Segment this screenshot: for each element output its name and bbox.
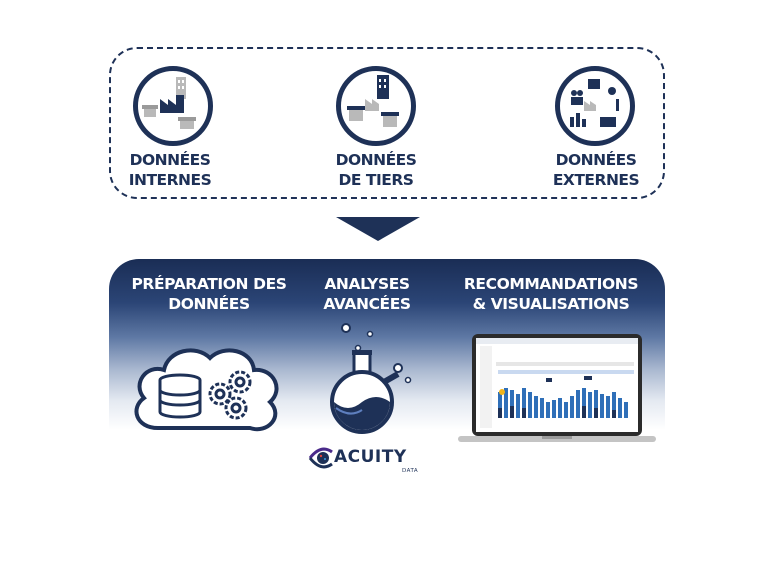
flask-icon <box>322 322 414 440</box>
step-label-analyses: ANALYSES AVANCÉES <box>323 275 411 313</box>
acuity-logo-text: ACUITY <box>334 447 407 467</box>
laptop-dashboard-icon <box>458 332 656 446</box>
acuity-eye-logo-icon <box>308 446 334 470</box>
acuity-logo-subtext: DATA <box>402 468 419 474</box>
step-label-preparation: PRÉPARATION DES DONNÉES <box>131 275 287 313</box>
source-label-internes: DONNÉES INTERNES <box>128 151 212 189</box>
shop-factory-icon <box>336 66 416 146</box>
step-label-recommandations: RECOMMANDATIONS & VISUALISATIONS <box>463 275 639 313</box>
factory-buildings-icon <box>133 66 213 146</box>
source-label-tiers: DONNÉES DE TIERS <box>335 151 417 189</box>
external-data-icon <box>555 66 635 146</box>
down-arrow-icon <box>336 217 420 241</box>
data-sources-box <box>109 47 665 199</box>
source-label-externes: DONNÉES EXTERNES <box>552 151 640 189</box>
database-cloud-gears-icon <box>128 340 286 440</box>
